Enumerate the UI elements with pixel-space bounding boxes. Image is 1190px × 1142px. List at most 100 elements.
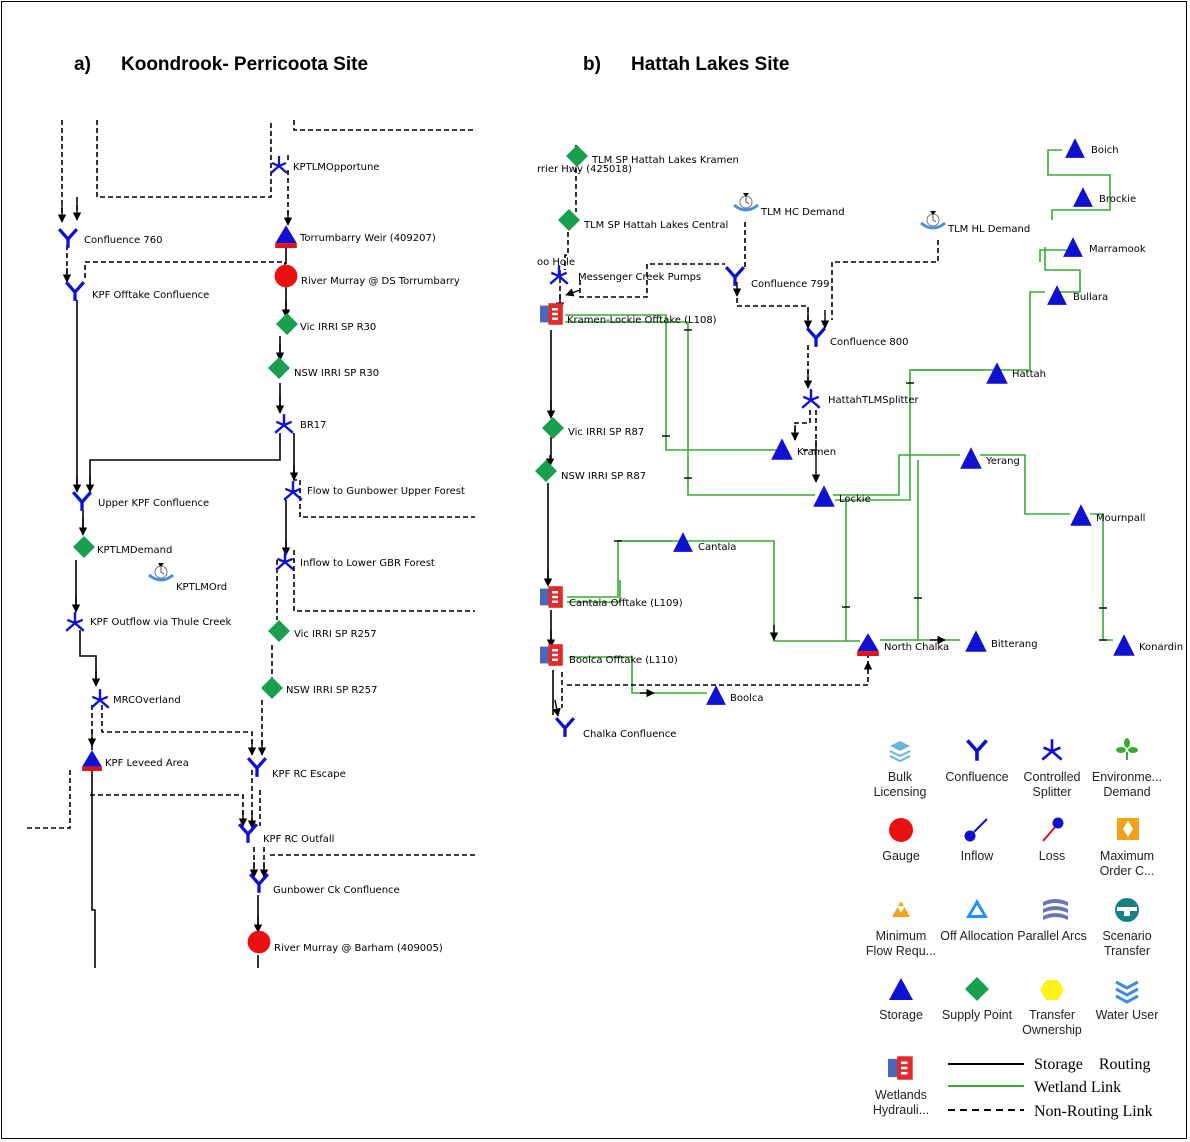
node-yerang: Yerang xyxy=(985,456,1020,467)
legend-gauge: Gauge xyxy=(882,849,920,863)
node-kpf-rc-escape: KPF RC Escape xyxy=(272,769,346,780)
node-river-murray-barham: River Murray @ Barham (409005) xyxy=(274,943,443,954)
legend-loss: Loss xyxy=(1039,849,1065,863)
legend-max-order-1: Maximum xyxy=(1100,849,1154,863)
node-torrumbarry-weir: Torrumbarry Weir (409207) xyxy=(299,233,436,244)
node-lockie: Lockie xyxy=(839,494,871,505)
legend-controlled-splitter-1: Controlled xyxy=(1024,770,1081,784)
node-bullara: Bullara xyxy=(1073,292,1108,303)
legend-scenario-2: Transfer xyxy=(1104,944,1150,958)
legend-controlled-splitter-2: Splitter xyxy=(1033,785,1072,799)
legend: Bulk Licensing Confluence Controlled Spl… xyxy=(866,738,1162,1120)
panel-b-links xyxy=(543,145,1113,717)
node-flow-gunbower: Flow to Gunbower Upper Forest xyxy=(307,486,465,497)
node-tlm-sp-kramen: TLM SP Hattah Lakes Kramen xyxy=(591,155,739,166)
wetlands-hydraulic-icon xyxy=(888,1056,913,1080)
panel-a-title: Koondrook- Perricoota Site xyxy=(121,54,369,75)
legend-env-demand-2: Demand xyxy=(1103,785,1150,799)
minimum-flow-icon xyxy=(892,901,910,917)
node-brockie: Brockie xyxy=(1099,194,1136,205)
node-murray-hwy: rrier Hwy (425018) xyxy=(537,164,632,175)
environmental-demand-icon xyxy=(1116,738,1138,760)
node-upper-kpf: Upper KPF Confluence xyxy=(98,498,209,509)
legend-bulk-licensing-1: Bulk xyxy=(888,770,913,784)
panel-a-links xyxy=(25,120,475,968)
node-confluence-799: Confluence 799 xyxy=(751,279,829,290)
panel-a-letter: a) xyxy=(74,54,91,75)
node-inflow-lower: Inflow to Lower GBR Forest xyxy=(300,558,435,569)
node-chalka-confluence: Chalka Confluence xyxy=(583,729,676,740)
panel-b-title: Hattah Lakes Site xyxy=(631,54,790,75)
legend-scenario-1: Scenario xyxy=(1102,929,1151,943)
node-boolca-offtake: Boolca Offtake (L110) xyxy=(569,655,678,666)
controlled-splitter-icon xyxy=(1041,738,1063,761)
node-kramen-lockie-offtake: Kramen-Lockie Offtake (L108) xyxy=(567,315,717,326)
node-nsw-irri-r30: NSW IRRI SP R30 xyxy=(294,368,379,379)
legend-bulk-licensing-2: Licensing xyxy=(874,785,927,799)
water-user-icon xyxy=(1115,980,1139,1004)
node-hattah-splitter: HattahTLMSplitter xyxy=(828,395,920,406)
inflow-icon xyxy=(964,818,988,842)
node-gunbower-ck: Gunbower Ck Confluence xyxy=(273,885,400,896)
node-tlm-hl-demand: TLM HL Demand xyxy=(947,224,1030,235)
node-kpf-leveed: KPF Leveed Area xyxy=(105,758,189,769)
legend-parallel-arcs: Parallel Arcs xyxy=(1017,929,1086,943)
node-oo-hole: oo Hole xyxy=(537,257,575,268)
parallel-arcs-icon xyxy=(1043,899,1068,920)
node-vic-irri-r257: Vic IRRI SP R257 xyxy=(294,629,377,640)
node-river-murray-ds: River Murray @ DS Torrumbarry xyxy=(301,276,460,287)
legend-non-routing-link: Non-Routing Link xyxy=(1034,1103,1153,1120)
legend-storage: Storage xyxy=(879,1008,923,1022)
node-kpf-offtake: KPF Offtake Confluence xyxy=(92,290,209,301)
legend-off-allocation: Off Allocation xyxy=(940,929,1013,943)
node-kptlm-opportune: KPTLMOpportune xyxy=(293,162,379,173)
node-kptlm-demand: KPTLMDemand xyxy=(97,545,172,556)
node-nsw-irri-r257: NSW IRRI SP R257 xyxy=(286,685,377,696)
node-cantala: Cantala xyxy=(698,542,736,553)
node-konardin: Konardin xyxy=(1139,642,1183,653)
legend-confluence: Confluence xyxy=(945,770,1008,784)
legend-wetlands-2: Hydrauli... xyxy=(873,1103,929,1117)
node-kpf-rc-outfall: KPF RC Outfall xyxy=(263,834,334,845)
node-tlm-sp-central: TLM SP Hattah Lakes Central xyxy=(583,220,728,231)
legend-min-flow-1: Minimum xyxy=(876,929,927,943)
legend-max-order-2: Order C... xyxy=(1100,864,1155,878)
supply-point-icon xyxy=(965,977,989,1001)
legend-inflow: Inflow xyxy=(961,849,995,863)
node-nsw-irri-r87: NSW IRRI SP R87 xyxy=(561,471,646,482)
gauge-icon xyxy=(889,818,913,842)
scenario-transfer-icon xyxy=(1115,898,1139,922)
legend-env-demand-1: Environme... xyxy=(1092,770,1162,784)
legend-wetlands-1: Wetlands xyxy=(875,1088,927,1102)
node-bitterang: Bitterang xyxy=(991,639,1038,650)
panel-b-labels: TLM SP Hattah Lakes Kramen rrier Hwy (42… xyxy=(537,145,1183,740)
node-br17: BR17 xyxy=(300,420,327,431)
node-boich: Boich xyxy=(1091,145,1119,156)
transfer-ownership-icon xyxy=(1040,980,1064,1000)
node-tlm-hc-demand: TLM HC Demand xyxy=(760,207,845,218)
panel-a-labels: KPTLMOpportune Torrumbarry Weir (409207)… xyxy=(84,162,465,954)
node-marramook: Marramook xyxy=(1089,244,1146,255)
node-north-chalka: North Chalka xyxy=(884,642,949,653)
legend-transfer-ownership-1: Transfer xyxy=(1029,1008,1075,1022)
node-kramen: Kramen xyxy=(797,447,836,458)
node-hattah: Hattah xyxy=(1012,369,1046,380)
node-vic-irri-r30: Vic IRRI SP R30 xyxy=(300,322,376,333)
node-vic-irri-r87: Vic IRRI SP R87 xyxy=(568,427,644,438)
node-cantala-offtake: Cantala Offtake (L109) xyxy=(569,598,683,609)
off-allocation-icon xyxy=(966,899,988,918)
storage-icon xyxy=(889,978,913,1000)
panel-b-letter: b) xyxy=(583,54,601,75)
maximum-order-icon xyxy=(1117,818,1139,840)
node-boolca: Boolca xyxy=(730,693,764,704)
node-mrc-overland: MRCOverland xyxy=(113,695,181,706)
node-kptlm-ord: KPTLMOrd xyxy=(176,582,227,593)
legend-min-flow-2: Flow Requ... xyxy=(866,944,936,958)
node-confluence-800: Confluence 800 xyxy=(830,337,908,348)
loss-icon xyxy=(1042,817,1064,842)
node-kpf-outflow: KPF Outflow via Thule Creek xyxy=(90,617,231,628)
confluence-icon xyxy=(965,738,989,762)
